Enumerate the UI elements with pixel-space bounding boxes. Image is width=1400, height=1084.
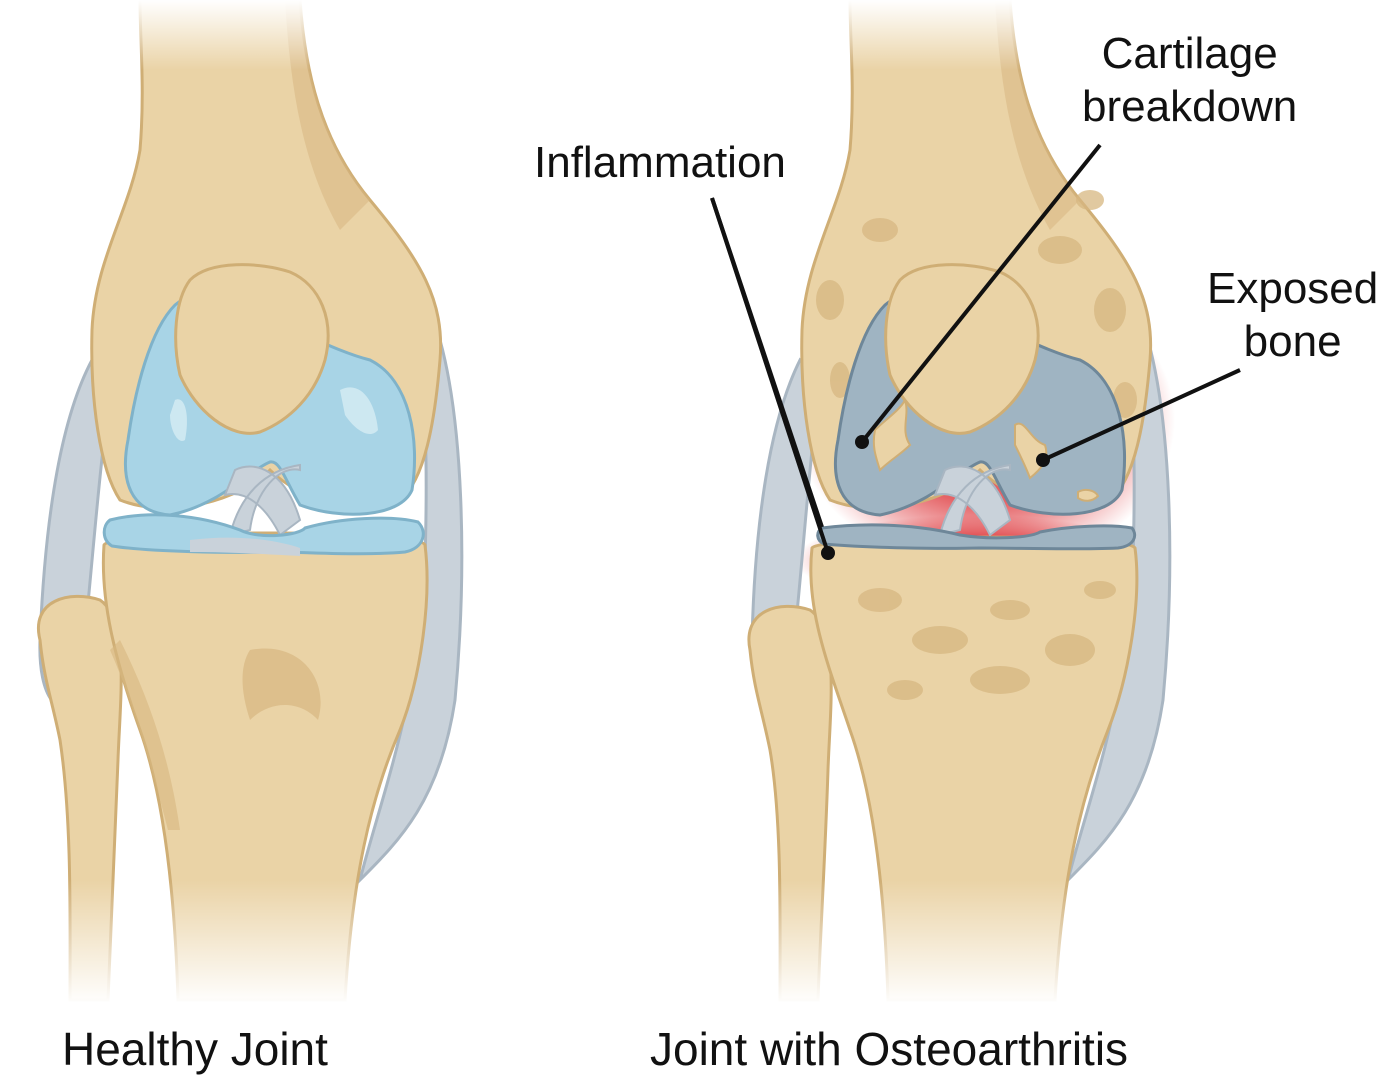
exposed-bone-patch-3 [1078,490,1098,501]
cartilage-label-line1: Cartilage [1082,27,1297,80]
exposed-label-line1: Exposed [1207,262,1378,315]
exposed-bone-dot [1036,453,1050,467]
healthy-joint-caption: Healthy Joint [62,1022,328,1076]
exposed-label-line2: bone [1207,315,1378,368]
cartilage-breakdown-label: Cartilage breakdown [1082,27,1297,133]
healthy-knee [38,0,461,1000]
oa-joint-caption: Joint with Osteoarthritis [650,1022,1128,1076]
inflammation-label: Inflammation [534,136,786,189]
exposed-bone-label: Exposed bone [1207,262,1378,368]
bottom-fade [0,880,1400,1005]
cartilage-dot [855,435,869,449]
cartilage-label-line2: breakdown [1082,80,1297,133]
inflammation-dot [821,546,835,560]
